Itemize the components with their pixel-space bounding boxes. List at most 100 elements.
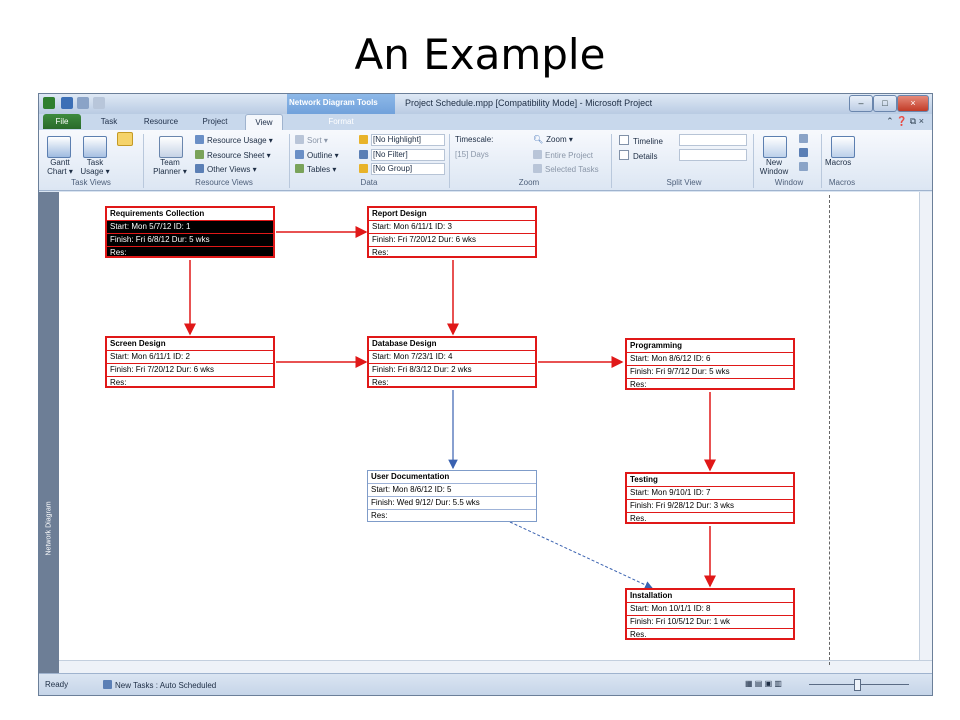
ms-project-window: Project Schedule.mpp [Compatibility Mode… [38, 93, 933, 696]
resource-usage-button[interactable]: Resource Usage ▾ [195, 135, 273, 145]
ribbon-separator [289, 134, 290, 188]
task-start: Start: Mon 9/10/1 ID: 7 [627, 487, 793, 500]
task-node-installation[interactable]: Installation Start: Mon 10/1/1 ID: 8 Fin… [625, 588, 795, 640]
tab-resource[interactable]: Resource [143, 117, 179, 126]
zoom-button[interactable]: 🔍︎Zoom ▾ [533, 135, 573, 144]
task-resources: Res: [371, 511, 388, 520]
timeline-dropdown[interactable] [679, 134, 747, 146]
timeline-checkbox[interactable]: Timeline [619, 135, 663, 146]
arrange-icon[interactable] [799, 134, 808, 143]
network-diagram-canvas[interactable] [59, 192, 919, 660]
contextual-tab-label: Network Diagram Tools [289, 98, 378, 107]
task-node-programming[interactable]: Programming Start: Mon 8/6/12 ID: 6 Fini… [625, 338, 795, 390]
tab-project[interactable]: Project [202, 117, 228, 126]
task-finish: Finish: Fri 9/7/12 Dur: 5 wks [627, 366, 793, 379]
task-usage-icon[interactable] [83, 136, 107, 158]
timescale-label: Timescale: [455, 135, 494, 144]
sort-icon [295, 135, 304, 144]
team-planner-button[interactable]: Team Planner ▾ [153, 158, 187, 176]
gantt-chart-button[interactable]: Gantt Chart ▾ [47, 158, 73, 176]
task-node-screen-design[interactable]: Screen Design Start: Mon 6/11/1 ID: 2 Fi… [105, 336, 275, 388]
tab-file[interactable]: File [43, 114, 81, 129]
close-button[interactable]: × [897, 95, 929, 112]
task-node-requirements-collection[interactable]: Requirements Collection Start: Mon 5/7/1… [105, 206, 275, 258]
link-5-to-8 [509, 521, 653, 589]
resource-sheet-button[interactable]: Resource Sheet ▾ [195, 150, 271, 160]
new-window-button[interactable]: New Window [759, 158, 789, 176]
title-bar: Project Schedule.mpp [Compatibility Mode… [39, 94, 932, 114]
new-window-icon[interactable] [763, 136, 787, 158]
redo-icon[interactable] [93, 97, 105, 109]
team-planner-icon[interactable] [159, 136, 183, 158]
timeline-check-icon [619, 135, 629, 145]
task-resources: Res. [630, 514, 647, 523]
zoom-icon: 🔍︎ [533, 135, 544, 144]
undo-icon[interactable] [77, 97, 89, 109]
vertical-scrollbar[interactable] [919, 192, 932, 660]
resource-usage-icon [195, 135, 204, 144]
status-bar: Ready New Tasks : Auto Scheduled ▦ ▤ ▣ ▥ [39, 673, 932, 695]
filter-value: [No Filter] [373, 150, 408, 159]
group-dropdown[interactable] [371, 163, 445, 175]
app-icon [43, 97, 55, 109]
view-shortcuts[interactable]: ▦ ▤ ▣ ▥ [745, 679, 782, 688]
task-node-testing[interactable]: Testing Start: Mon 9/10/1 ID: 7 Finish: … [625, 472, 795, 524]
task-resources: Res: [630, 380, 647, 389]
highlight-dropdown[interactable] [371, 134, 445, 146]
ribbon: Gantt Chart ▾ Task Usage ▾ Task Views Te… [39, 130, 932, 191]
entire-project-label: Entire Project [545, 151, 594, 160]
details-check-icon [619, 150, 629, 160]
tab-format[interactable]: Format [328, 117, 354, 126]
other-views-icon [195, 164, 204, 173]
task-finish: Finish: Fri 10/5/12 Dur: 1 wk [627, 616, 793, 629]
entire-project-button[interactable]: Entire Project [533, 150, 593, 160]
selected-tasks-icon [533, 164, 542, 173]
task-resources: Res: [372, 378, 389, 387]
task-usage-button[interactable]: Task Usage ▾ [80, 158, 110, 176]
task-node-report-design[interactable]: Report Design Start: Mon 6/11/1 ID: 3 Fi… [367, 206, 537, 258]
filter-dropdown[interactable] [371, 149, 445, 161]
details-dropdown[interactable] [679, 149, 747, 161]
save-icon[interactable] [61, 97, 73, 109]
task-finish: Finish: Fri 7/20/12 Dur: 6 wks [369, 234, 535, 247]
task-finish: Finish: Fri 6/8/12 Dur: 5 wks [107, 234, 273, 247]
resource-usage-label: Resource Usage ▾ [207, 136, 273, 145]
macros-button[interactable]: Macros [825, 158, 852, 167]
task-name: Requirements Collection [107, 208, 273, 221]
horizontal-scrollbar[interactable] [59, 660, 932, 674]
timescale-dropdown[interactable]: [15] Days [455, 150, 489, 159]
zoom-slider-thumb[interactable] [854, 679, 861, 691]
gantt-chart-icon[interactable] [47, 136, 71, 158]
help-icon[interactable]: ⌃ ❓ ⧉ × [886, 116, 924, 126]
tab-view[interactable]: View [245, 114, 283, 130]
sort-button[interactable]: Sort ▾ [295, 135, 328, 145]
macros-icon[interactable] [831, 136, 855, 158]
task-start: Start: Mon 6/11/1 ID: 2 [107, 351, 273, 364]
maximize-button[interactable]: □ [873, 95, 897, 112]
task-node-user-documentation[interactable]: User Documentation Start: Mon 8/6/12 ID:… [367, 470, 537, 522]
new-tasks-mode[interactable]: New Tasks : Auto Scheduled [103, 680, 216, 690]
tab-task[interactable]: Task [100, 117, 118, 126]
task-start: Start: Mon 7/23/1 ID: 4 [369, 351, 535, 364]
new-tasks-label: New Tasks : Auto Scheduled [115, 681, 217, 690]
task-name: Installation [627, 590, 793, 603]
other-views-label: Other Views ▾ [207, 165, 257, 174]
switch-windows-icon[interactable] [799, 162, 808, 171]
network-diagram-icon[interactable] [117, 132, 133, 146]
minimize-button[interactable]: – [849, 95, 873, 112]
group-label-resource-views: Resource Views [195, 178, 253, 187]
task-resources: Res: [110, 248, 127, 257]
timeline-label: Timeline [633, 137, 663, 146]
hide-icon[interactable] [799, 148, 808, 157]
group-label-split-view: Split View [666, 178, 702, 187]
other-views-button[interactable]: Other Views ▾ [195, 164, 257, 174]
task-resources: Res: [372, 248, 389, 257]
outline-button[interactable]: Outline ▾ [295, 150, 339, 160]
tables-label: Tables ▾ [307, 165, 337, 174]
details-checkbox[interactable]: Details [619, 150, 657, 161]
task-name: Screen Design [107, 338, 273, 351]
tables-button[interactable]: Tables ▾ [295, 164, 336, 174]
ribbon-separator [143, 134, 144, 188]
selected-tasks-button[interactable]: Selected Tasks [533, 164, 599, 174]
task-node-database-design[interactable]: Database Design Start: Mon 7/23/1 ID: 4 … [367, 336, 537, 388]
